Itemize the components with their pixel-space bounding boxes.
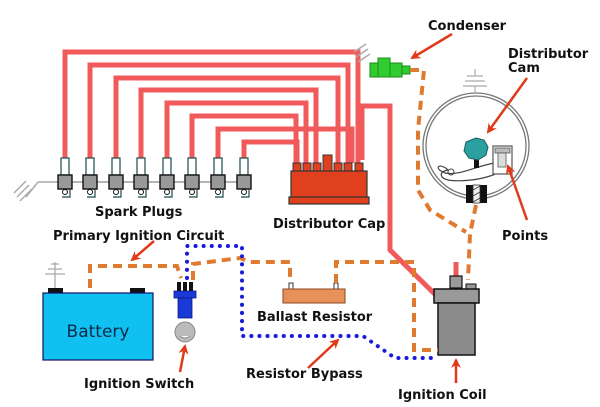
spark-plug-icon <box>133 157 149 198</box>
spark-plug-wire <box>113 75 341 163</box>
spark-plugs-label: Spark Plugs <box>95 205 183 220</box>
ignition-switch-label: Ignition Switch <box>84 377 194 392</box>
spark-plug-icon <box>108 157 124 198</box>
distributor-cap-label: Distributor Cap <box>273 217 385 232</box>
ignition-coil <box>433 275 480 356</box>
distributor-cam-label-line1: Distributor <box>508 47 589 62</box>
switch-to-ballast-wire <box>191 255 292 283</box>
condenser-label: Condenser <box>428 19 507 34</box>
spark-plug-ground-icon <box>13 180 62 202</box>
ignition-coil-label: Ignition Coil <box>398 388 487 403</box>
switch-arrow-icon <box>178 344 189 373</box>
distributor-cam-label-line2: Cam <box>508 61 540 76</box>
condenser-lead <box>410 68 468 234</box>
spark-plug-icon <box>57 157 73 198</box>
resistor-bypass-wire <box>185 244 436 360</box>
spark-plug-wire <box>215 126 355 163</box>
ballast-resistor-label: Ballast Resistor <box>257 310 373 325</box>
distributor-cap <box>288 154 370 205</box>
condenser-icon <box>353 43 411 78</box>
points-to-coil-wire <box>466 204 478 281</box>
spark-plug-icon <box>159 157 175 198</box>
high-tension-wires <box>62 49 361 163</box>
cam-arrow-icon <box>486 77 529 134</box>
spark-plug-wire <box>164 100 309 163</box>
spark-plug-icon <box>82 157 98 198</box>
spark-plugs <box>57 157 252 198</box>
ballast-to-coil-wire <box>334 260 438 352</box>
spark-plug-icon <box>184 157 200 198</box>
condenser-arrow-icon <box>410 32 453 60</box>
bypass-arrow-icon <box>307 338 340 369</box>
spark-plug-icon <box>210 157 226 198</box>
spark-plug-wire <box>241 139 300 163</box>
distributor-cam-icon <box>463 137 489 168</box>
points-arrow-icon <box>505 164 529 221</box>
spark-plug-icon <box>236 157 252 198</box>
battery-to-switch-wire <box>88 264 183 288</box>
resistor-bypass-label: Resistor Bypass <box>246 367 363 382</box>
ballast-resistor <box>282 282 346 304</box>
battery: Battery <box>42 262 154 361</box>
primary-circuit-arrow-icon <box>130 240 155 262</box>
spark-plug-wire <box>87 62 351 163</box>
battery-label: Battery <box>67 322 130 342</box>
spark-plug-wire <box>62 49 361 163</box>
primary-ignition-circuit-label: Primary Ignition Circuit <box>53 229 224 244</box>
points-label: Points <box>502 229 548 244</box>
ignition-switch <box>173 282 197 343</box>
